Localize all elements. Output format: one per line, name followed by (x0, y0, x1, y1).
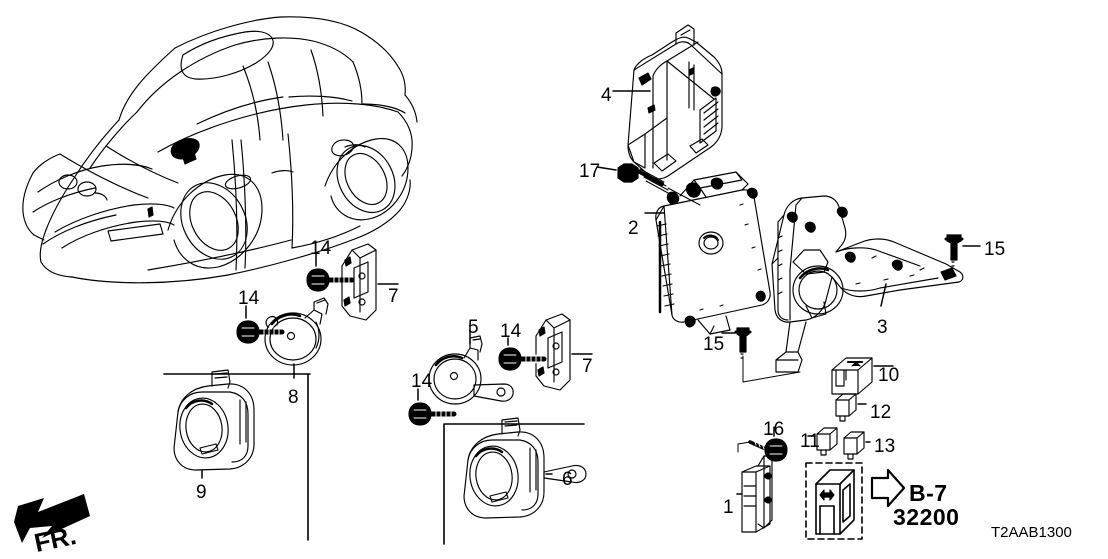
part-label-14-a: 14 (310, 238, 332, 259)
part-6-horn (443, 417, 587, 545)
part-label-8: 8 (288, 387, 299, 408)
part-14-bolt-b (236, 305, 285, 344)
part-9-horn (163, 369, 311, 541)
part-label-11: 11 (800, 431, 820, 452)
part-label-6: 6 (562, 469, 573, 490)
part-4-ecu-cover (612, 24, 723, 180)
part-14-bolt-c (498, 337, 547, 371)
part-label-10: 10 (878, 365, 900, 386)
part-label-17: 17 (579, 161, 601, 182)
part-label-13: 13 (874, 436, 896, 457)
callout-code-line2: 32200 (893, 504, 960, 530)
orientation-arrow (14, 494, 90, 543)
callout-relay-b7 (805, 462, 906, 540)
part-label-14-d: 14 (411, 371, 433, 392)
part-7-bracket-lower (535, 313, 593, 391)
part-label-16: 16 (763, 419, 785, 440)
diagram-code: T2AAB1300 (991, 524, 1072, 541)
part-14-bolt-d (408, 388, 457, 426)
part-label-7-lower: 7 (582, 356, 593, 377)
part-3-bracket (771, 195, 964, 373)
part-10-relay (831, 357, 894, 395)
part-label-4: 4 (601, 85, 612, 106)
part-15-bolt-left (721, 327, 801, 383)
part-label-7-upper: 7 (388, 286, 399, 307)
part-11-connector (807, 427, 838, 456)
part-label-15-right: 15 (984, 239, 1006, 260)
part-2-ecu-module (644, 171, 771, 335)
part-label-5: 5 (468, 317, 479, 338)
part-17-bolt (596, 163, 701, 206)
part-label-14-c: 14 (500, 321, 522, 342)
part-13-connector (843, 431, 871, 460)
part-label-2: 2 (628, 218, 639, 239)
part-8-horn (264, 297, 329, 379)
part-5-horn (428, 325, 514, 405)
part-label-9: 9 (196, 482, 207, 503)
vehicle-illustration (22, 16, 418, 284)
part-14-bolt-a (306, 253, 355, 292)
part-label-14-b: 14 (238, 288, 260, 309)
part-label-1: 1 (723, 497, 734, 518)
part-label-15-left: 15 (703, 334, 725, 355)
part-12-connector (835, 393, 867, 422)
part-label-3: 3 (877, 317, 888, 338)
part-15-bolt-right (944, 234, 981, 267)
callout-code-line1: B-7 (909, 480, 948, 506)
part-label-12: 12 (870, 402, 892, 423)
part-7-bracket-upper (341, 243, 399, 321)
part-1-bracket (736, 455, 773, 533)
